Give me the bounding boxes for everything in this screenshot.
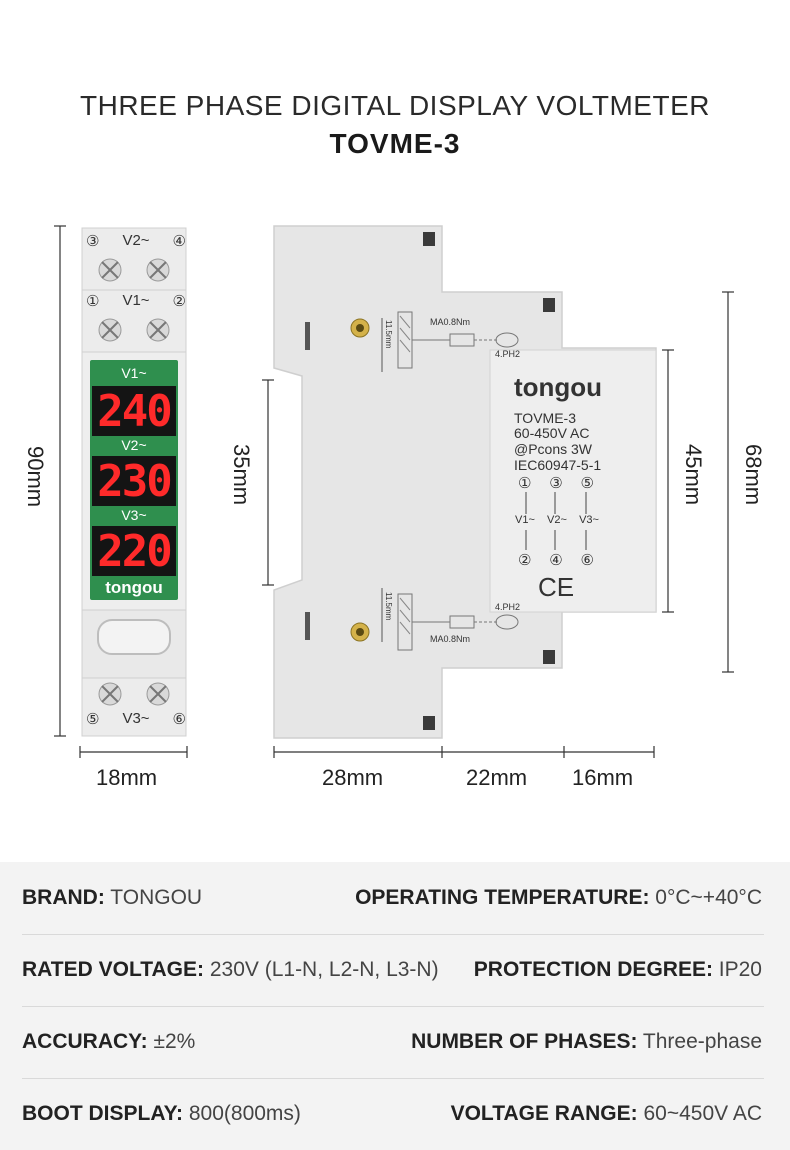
- screw-label-top: 4.PH2: [495, 349, 521, 359]
- dim-depth-2: 22mm: [466, 765, 528, 790]
- terminal-number-6: ⑥: [172, 711, 186, 728]
- terminal-number-2: ②: [172, 293, 186, 310]
- ce-mark: CE: [538, 572, 575, 602]
- terminal-phase-v3: V3~: [122, 710, 150, 727]
- side-brand-logo: tongou: [514, 372, 603, 402]
- spec-value-protection: IP20: [712, 958, 762, 981]
- terminal-number-1: ①: [86, 293, 100, 310]
- spec-key-rated-voltage: RATED VOLTAGE:: [22, 958, 204, 981]
- terminal-label-row-bottom: ⑤ V3~ ⑥: [86, 710, 186, 728]
- dim-width-front: 18mm: [96, 765, 158, 790]
- front-view-drawing: [54, 225, 188, 758]
- dim-height-front: 90mm: [23, 446, 48, 508]
- display-label-v2: V2~: [121, 437, 147, 453]
- side-phase-row: V1~ V2~ V3~: [515, 514, 599, 526]
- spec-key-temperature: OPERATING TEMPERATURE:: [355, 886, 650, 909]
- side-terminal-top-row: ① ③ ⑤: [518, 474, 594, 492]
- side-terminal-4: ④: [549, 552, 563, 569]
- side-terminal-2: ②: [518, 552, 532, 569]
- spec-value-accuracy: ±2%: [147, 1030, 196, 1053]
- side-standard: IEC60947-5-1: [514, 457, 602, 473]
- dim-height-side: 68mm: [741, 444, 766, 506]
- side-phase-v3: V3~: [579, 514, 599, 526]
- display-label-v3: V3~: [121, 507, 147, 523]
- spec-key-voltage-range: VOLTAGE RANGE:: [450, 1102, 638, 1125]
- spec-row: BOOT DISPLAY: 800(800ms) VOLTAGE RANGE: …: [22, 1078, 764, 1150]
- page-title: THREE PHASE DIGITAL DISPLAY VOLTMETER: [80, 90, 710, 121]
- side-terminal-1: ①: [518, 475, 532, 492]
- display-value-v2: 230: [97, 456, 172, 507]
- spec-value-temperature: 0°C~+40°C: [649, 886, 762, 909]
- spec-key-accuracy: ACCURACY:: [22, 1030, 148, 1053]
- spec-key-phases: NUMBER OF PHASES:: [411, 1030, 638, 1053]
- side-terminal-6: ⑥: [580, 552, 594, 569]
- display-value-v3: 220: [97, 526, 172, 577]
- spec-key-brand: BRAND:: [22, 886, 105, 909]
- side-phase-v2: V2~: [547, 514, 567, 526]
- side-voltage: 60-450V AC: [514, 425, 590, 441]
- terminal-label-row-top: ③ V2~ ④: [86, 232, 186, 250]
- screw-depth-bottom: 11.5mm: [384, 592, 393, 621]
- dim-front: 45mm: [681, 444, 706, 506]
- spec-row: RATED VOLTAGE: 230V (L1-N, L2-N, L3-N) P…: [22, 934, 764, 1007]
- model-title: TOVME-3: [329, 128, 461, 159]
- side-model: TOVME-3: [514, 410, 576, 426]
- spec-value-voltage-range: 60~450V AC: [637, 1102, 762, 1125]
- dim-depth-1: 28mm: [322, 765, 384, 790]
- torque-label-bottom: MA0.8Nm: [430, 634, 471, 644]
- dim-depth-3: 16mm: [572, 765, 634, 790]
- screw-label-bottom: 4.PH2: [495, 602, 521, 612]
- side-terminal-5: ⑤: [580, 475, 594, 492]
- spec-value-boot-display: 800(800ms): [183, 1102, 301, 1125]
- terminal-number-3: ③: [86, 233, 100, 250]
- terminal-label-row-second: ① V1~ ②: [86, 292, 186, 310]
- dim-rail: 35mm: [229, 444, 254, 506]
- spec-value-rated-voltage: 230V (L1-N, L2-N, L3-N): [204, 958, 439, 981]
- terminal-phase-v2: V2~: [122, 232, 150, 249]
- screw-depth-top: 11.5mm: [384, 320, 393, 349]
- side-view-drawing: [262, 225, 734, 758]
- spec-key-boot-display: BOOT DISPLAY:: [22, 1102, 184, 1125]
- front-brand-logo: tongou: [105, 578, 163, 597]
- display-label-v1: V1~: [121, 365, 147, 381]
- display-value-v1: 240: [97, 386, 172, 437]
- side-terminal-3: ③: [549, 475, 563, 492]
- side-power: @Pcons 3W: [514, 441, 593, 457]
- terminal-number-5: ⑤: [86, 711, 100, 728]
- spec-value-brand: TONGOU: [104, 886, 203, 909]
- terminal-number-4: ④: [172, 233, 186, 250]
- spec-row: BRAND: TONGOU OPERATING TEMPERATURE: 0°C…: [22, 862, 764, 935]
- terminal-phase-v1: V1~: [122, 292, 150, 309]
- spec-row: ACCURACY: ±2% NUMBER OF PHASES: Three-ph…: [22, 1006, 764, 1079]
- side-terminal-bottom-row: ② ④ ⑥: [518, 551, 594, 569]
- spec-panel: BRAND: TONGOU OPERATING TEMPERATURE: 0°C…: [0, 862, 790, 1150]
- side-phase-v1: V1~: [515, 514, 535, 526]
- spec-key-protection: PROTECTION DEGREE:: [473, 958, 713, 981]
- torque-label-top: MA0.8Nm: [430, 317, 471, 327]
- spec-value-phases: Three-phase: [637, 1030, 762, 1053]
